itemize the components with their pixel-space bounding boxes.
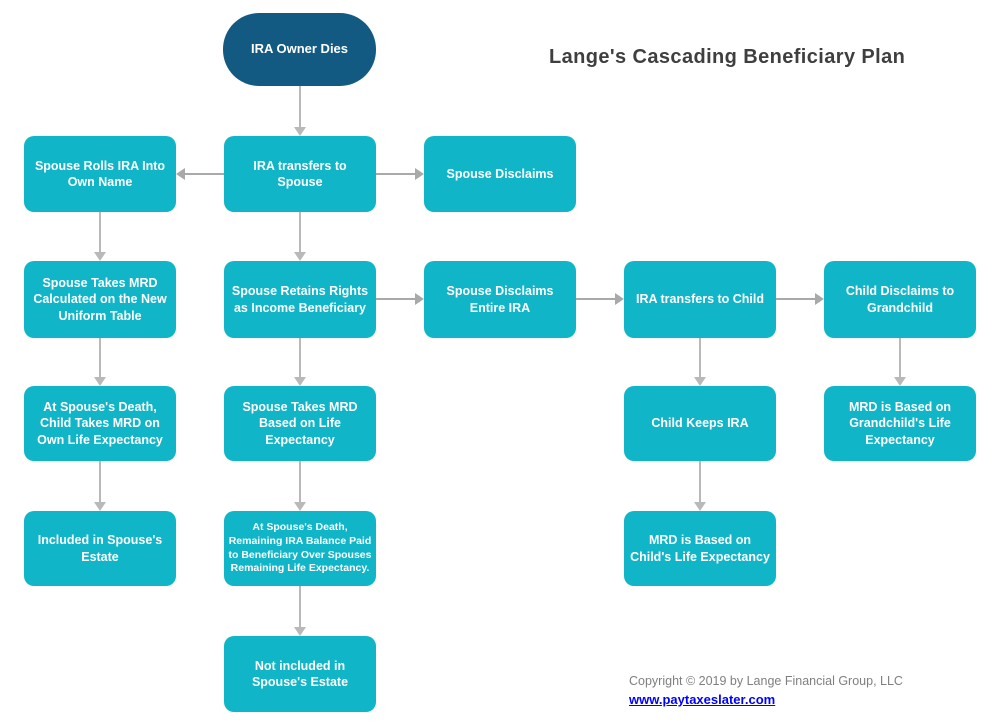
- node-label: Child Keeps IRA: [651, 416, 749, 431]
- arrow-start-to-transfers-spouse: [294, 86, 306, 136]
- arrow-remaining-to-not-included: [294, 586, 306, 636]
- node-ira-transfers-to-spouse: IRA transfers to Spouse: [224, 136, 376, 212]
- node-spouse-retains-rights: Spouse Retains Rights as Income Benefici…: [224, 261, 376, 338]
- node-label: Spouse Retains Rights as Income Benefici…: [231, 284, 369, 315]
- node-spouse-disclaims: Spouse Disclaims: [424, 136, 576, 212]
- node-label: Spouse Rolls IRA Into Own Name: [34, 158, 166, 189]
- node-label: Spouse Disclaims Entire IRA: [446, 284, 554, 315]
- copyright-text: Copyright © 2019 by Lange Financial Grou…: [629, 674, 903, 688]
- arrow-transfers-to-retains: [294, 212, 306, 261]
- node-label: MRD is Based on Child's Life Expectancy: [630, 533, 770, 564]
- node-ira-transfers-to-child: IRA transfers to Child: [624, 261, 776, 338]
- node-label: At Spouse's Death, Remaining IRA Balance…: [228, 520, 372, 575]
- arrow-transfers-child-to-child-keeps: [694, 338, 706, 386]
- node-label: IRA transfers to Spouse: [253, 158, 347, 189]
- node-label: Not included in Spouse's Estate: [251, 658, 349, 689]
- node-spouse-rolls-ira-into-own-name: Spouse Rolls IRA Into Own Name: [24, 136, 176, 212]
- arrow-retains-to-mrd-life: [294, 338, 306, 386]
- node-label: MRD is Based on Grandchild's Life Expect…: [848, 400, 952, 447]
- arrow-death-child-mrd-to-included: [94, 461, 106, 511]
- node-label: At Spouse's Death, Child Takes MRD on Ow…: [37, 400, 163, 447]
- arrow-retains-to-disclaims-entire: [376, 293, 424, 305]
- arrow-rolls-to-mrd-uniform: [94, 212, 106, 261]
- node-not-included-in-spouses-estate: Not included in Spouse's Estate: [224, 636, 376, 712]
- arrow-child-disclaims-to-mrd-grandchild: [894, 338, 906, 386]
- node-label: IRA Owner Dies: [250, 41, 349, 57]
- node-included-in-spouses-estate: Included in Spouse's Estate: [24, 511, 176, 586]
- node-ira-owner-dies: IRA Owner Dies: [223, 13, 376, 86]
- arrow-disclaims-entire-to-transfers-child: [576, 293, 624, 305]
- node-spouse-takes-mrd-uniform-table: Spouse Takes MRD Calculated on the New U…: [24, 261, 176, 338]
- page-title: Lange's Cascading Beneficiary Plan: [549, 46, 906, 68]
- node-label: Spouse Disclaims: [446, 166, 554, 181]
- node-child-keeps-ira: Child Keeps IRA: [624, 386, 776, 461]
- node-mrd-grandchilds-life-expectancy: MRD is Based on Grandchild's Life Expect…: [824, 386, 976, 461]
- arrow-mrd-uniform-to-death-child-mrd: [94, 338, 106, 386]
- arrow-transfers-child-to-child-disclaims: [776, 293, 824, 305]
- node-label: IRA transfers to Child: [635, 292, 765, 307]
- node-label: Spouse Takes MRD Calculated on the New U…: [33, 276, 167, 323]
- node-child-disclaims-to-grandchild: Child Disclaims to Grandchild: [824, 261, 976, 338]
- arrow-transfers-to-spouse-disclaims: [376, 168, 424, 180]
- node-spouse-takes-mrd-life-expectancy: Spouse Takes MRD Based on Life Expectanc…: [224, 386, 376, 461]
- node-at-spouses-death-child-takes-mrd: At Spouse's Death, Child Takes MRD on Ow…: [24, 386, 176, 461]
- node-mrd-childs-life-expectancy: MRD is Based on Child's Life Expectancy: [624, 511, 776, 586]
- node-label: Spouse Takes MRD Based on Life Expectanc…: [242, 400, 358, 447]
- node-spouse-disclaims-entire-ira: Spouse Disclaims Entire IRA: [424, 261, 576, 338]
- arrow-transfers-to-spouse-rolls: [176, 168, 224, 180]
- arrow-mrd-life-to-remaining: [294, 461, 306, 511]
- arrow-child-keeps-to-mrd-child: [694, 461, 706, 511]
- node-label: Included in Spouse's Estate: [37, 533, 163, 564]
- node-label: Child Disclaims to Grandchild: [845, 284, 955, 315]
- website-link[interactable]: www.paytaxeslater.com: [629, 692, 776, 707]
- node-remaining-ira-balance-to-beneficiary: At Spouse's Death, Remaining IRA Balance…: [224, 511, 376, 586]
